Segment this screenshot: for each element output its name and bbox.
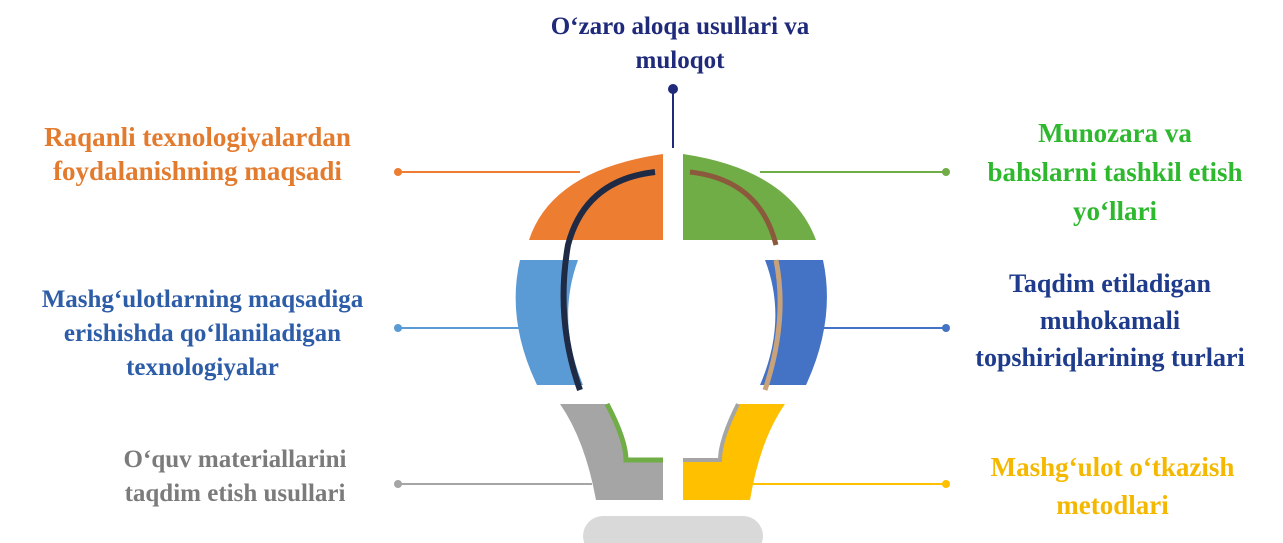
label-right3-line-2: metodlari: [1056, 490, 1169, 520]
label-left3-line-1: O‘quv materiallarini: [123, 446, 347, 473]
label-right1-line-1: Munozara va: [1038, 118, 1192, 148]
bulb-inner-neck-left: [604, 402, 663, 463]
bulb-base: [583, 516, 763, 543]
label-right2-line-2: muhokamali: [1039, 306, 1181, 335]
label-right2-line-1: Taqdim etiladigan: [1008, 269, 1212, 298]
label-right2-line-3: topshiriqlarining turlari: [975, 343, 1245, 372]
connector-top-dot: [668, 84, 678, 94]
connector-right2-dot: [942, 324, 950, 332]
label-left2-line-3: texnologiyalar: [126, 354, 279, 381]
label-right3-line-1: Mashg‘ulot o‘tkazish: [990, 452, 1235, 482]
label-left1-line-1: Raqanli texnologiyalardan: [44, 122, 351, 152]
label-right3: Mashg‘ulot o‘tkazish metodlari: [945, 448, 1280, 524]
label-left2-line-2: erishishda qo‘llaniladigan: [63, 320, 342, 347]
connector-right1-dot: [942, 168, 950, 176]
label-left1-line-2: foydalanishning maqsadi: [53, 156, 342, 186]
bulb-inner-curve-left: [560, 169, 656, 392]
label-left2: Mashg‘ulotlarning maqsadiga erishishda q…: [15, 283, 390, 385]
connector-left2-dot: [394, 324, 402, 332]
connector-right3-dot: [942, 480, 950, 488]
label-right1: Munozara va bahslarni tashkil etish yo‘l…: [950, 114, 1280, 231]
label-top-line-2: muloqot: [635, 47, 725, 74]
bulb-segment-gray: [560, 404, 663, 500]
connector-left1-dot: [394, 168, 402, 176]
label-left3-line-2: taqdim etish usullari: [124, 480, 346, 507]
label-right1-line-2: bahslarni tashkil etish: [987, 157, 1243, 187]
bulb-inner-curve-right-top: [689, 169, 779, 246]
bulb-inner-neck-right: [683, 403, 740, 462]
label-left2-line-1: Mashg‘ulotlarning maqsadiga: [41, 286, 364, 313]
label-top: O‘zaro aloqa usullari va muloqot: [520, 10, 840, 78]
bulb-inner-curve-right-mid: [762, 259, 783, 391]
connector-left3-dot: [394, 480, 402, 488]
label-left3: O‘quv materiallarini taqdim etish usulla…: [80, 443, 390, 511]
bulb-segment-yellow: [683, 404, 785, 500]
label-right1-line-3: yo‘llari: [1073, 196, 1157, 226]
label-left1: Raqanli texnologiyalardan foydalanishnin…: [5, 120, 390, 188]
label-right2: Taqdim etiladigan muhokamali topshiriqla…: [940, 265, 1280, 376]
label-top-line-1: O‘zaro aloqa usullari va: [550, 13, 810, 40]
